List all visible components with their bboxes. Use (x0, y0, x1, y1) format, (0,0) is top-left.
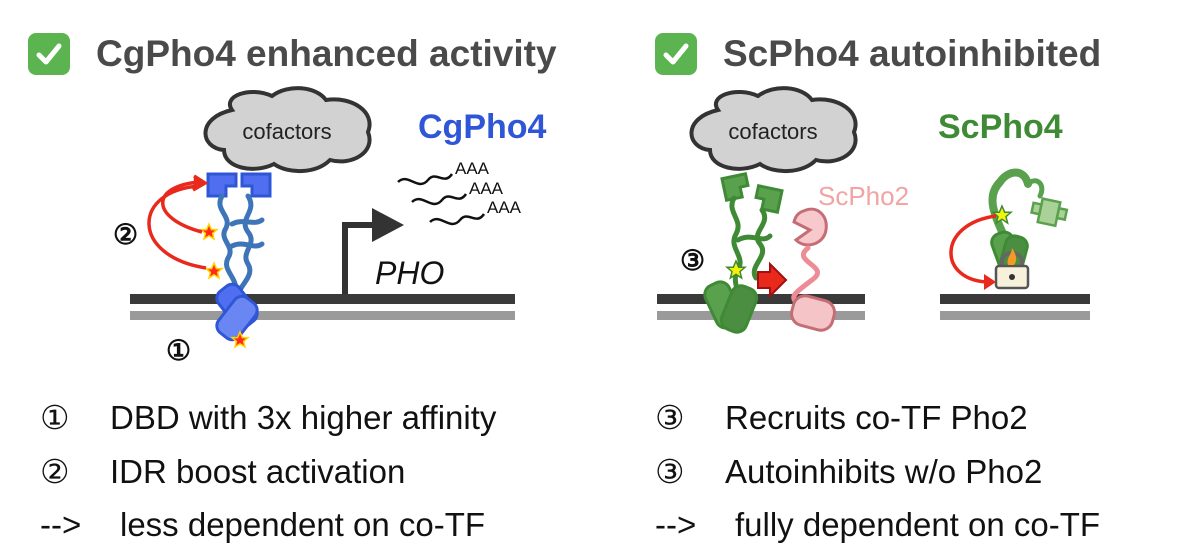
mrna-transcripts (397, 173, 486, 226)
check-icon (28, 33, 70, 75)
bullet-marker: ③ (655, 453, 685, 490)
star-icon (990, 204, 1014, 225)
left-bullet-1: ① DBD with 3x higher affinity (40, 398, 496, 437)
scpho4-label: ScPho4 (938, 108, 1063, 146)
cgpho4-activation-domain (206, 172, 272, 198)
check-icon (655, 33, 697, 75)
inhibition-arrowhead (984, 274, 996, 290)
star-icon (724, 259, 748, 280)
cgpho4-label: CgPho4 (418, 108, 547, 146)
diagram-canvas: cofactors CgPho4 (113, 86, 1090, 366)
scpho2-label: ScPho2 (818, 181, 909, 211)
marker-two: ② (113, 219, 138, 250)
lock-icon (994, 248, 1030, 290)
transcription-arrow-icon (342, 208, 404, 294)
right-bullet-3: --> fully dependent on co-TF (655, 506, 1100, 544)
left-bullet-2: ② IDR boost activation (40, 452, 405, 491)
cofactors-label: cofactors (728, 119, 817, 144)
bullet-marker: --> (655, 506, 697, 543)
polya-label-2: AAA (469, 179, 504, 198)
bullet-text: DBD with 3x higher affinity (110, 399, 497, 436)
bullet-text: Recruits co-TF Pho2 (725, 399, 1028, 436)
bullet-marker: ③ (655, 399, 685, 436)
right-heading: ScPho4 autoinhibited (655, 28, 1101, 80)
cofactors-cloud: cofactors (203, 86, 372, 174)
right-bullet-1: ③ Recruits co-TF Pho2 (655, 398, 1028, 437)
dna-top-strand (130, 294, 515, 304)
activation-arrows (147, 174, 209, 270)
right-bullet-2: ③ Autoinhibits w/o Pho2 (655, 452, 1042, 491)
bullet-marker: --> (40, 506, 82, 543)
pho-gene-label: PHO (375, 255, 444, 291)
dna-bottom-strand (657, 311, 865, 320)
left-heading: CgPho4 enhanced activity (28, 28, 557, 80)
bullet-text: IDR boost activation (110, 453, 406, 490)
left-heading-title: CgPho4 enhanced activity (96, 33, 557, 74)
polya-label-1: AAA (455, 159, 490, 178)
bullet-text: Autoinhibits w/o Pho2 (725, 453, 1043, 490)
bullet-marker: ① (40, 399, 70, 436)
inhibition-arrow (949, 214, 997, 284)
cofactors-cloud: cofactors (689, 86, 858, 174)
dna-top-strand (657, 294, 865, 304)
cgpho4-dbd (215, 282, 259, 342)
red-star-icon (198, 222, 251, 349)
left-bullet-3: --> less dependent on co-TF (40, 506, 485, 544)
dna-bottom-strand (130, 311, 515, 320)
left-panel: cofactors CgPho4 (113, 86, 547, 366)
marker-three: ③ (680, 245, 705, 276)
polya-label-3: AAA (487, 198, 522, 217)
scpho4-activation-domain (720, 171, 784, 215)
scpho4-dbd (703, 280, 759, 334)
scpho4-ad-inactive (1030, 197, 1069, 228)
dna-top-strand (940, 294, 1090, 304)
dna-bottom-strand (940, 311, 1090, 320)
scpho4-idr (729, 195, 773, 299)
bullet-marker: ② (40, 453, 70, 490)
scpho2-protein (790, 207, 836, 332)
right-heading-title: ScPho4 autoinhibited (723, 33, 1102, 74)
right-panel: cofactors ScPho4 ScPho2 ③ (657, 86, 1090, 334)
bullet-text: fully dependent on co-TF (735, 506, 1101, 543)
recruit-arrow (757, 261, 788, 299)
marker-one: ① (166, 335, 191, 366)
bullet-text: less dependent on co-TF (120, 506, 486, 543)
cofactors-label: cofactors (242, 119, 331, 144)
cgpho4-idr (217, 193, 265, 293)
